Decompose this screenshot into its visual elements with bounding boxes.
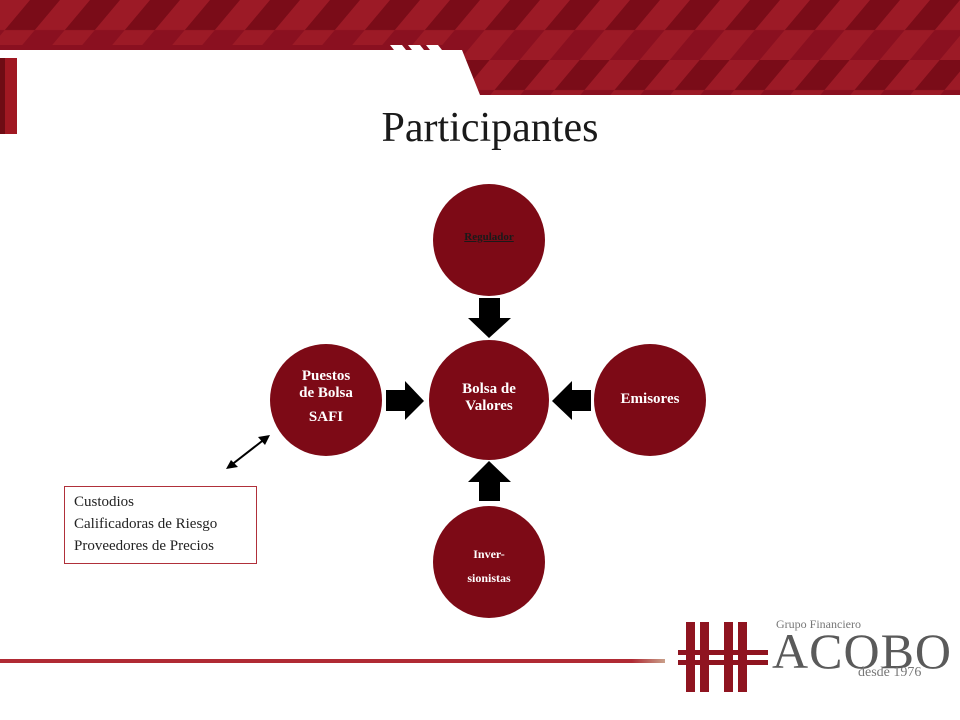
footer-divider (0, 659, 665, 663)
connector-head-up (258, 435, 270, 445)
node-puestos-de-bolsa (270, 344, 382, 456)
node-bolsa-line2: Valores (465, 398, 513, 415)
left-accent-bar (0, 58, 17, 134)
node-inversionistas-label: Inver- sionistas (439, 542, 539, 590)
node-emisores (594, 344, 706, 456)
arrow-up-from-inversionistas (468, 461, 511, 501)
node-bolsa-line1: Bolsa de (462, 381, 516, 397)
header-banner (0, 0, 960, 95)
arrow-down-from-regulador (468, 298, 511, 338)
acobo-logo-mark (678, 622, 768, 692)
node-puestos-line1: Puestos (301, 368, 351, 384)
node-inversionistas-line1: Inver- (473, 547, 505, 561)
node-bolsa-label: Bolsa de Valores (434, 381, 544, 416)
node-inversionistas (433, 506, 545, 618)
box-item-custodios: Custodios (74, 494, 135, 510)
node-regulador-label: Regulador (464, 231, 514, 243)
logo-tagline: Grupo Financiero (776, 617, 861, 631)
arrow-left-from-emisores (552, 381, 591, 420)
node-bolsa-de-valores (429, 340, 549, 460)
logo-name: ACOBO (772, 623, 953, 679)
page-title: Participantes (381, 105, 599, 151)
box-item-calificadoras: Calificadoras de Riesgo (74, 516, 218, 532)
node-emisores-label: Emisores (620, 391, 680, 407)
box-item-proveedores: Proveedores de Precios (74, 538, 214, 554)
node-regulador (433, 184, 545, 296)
node-puestos-label: Puestos de Bolsa SAFI (276, 368, 376, 426)
arrow-right-from-puestos (386, 381, 424, 420)
side-box-connector (229, 437, 267, 467)
other-participants-box: Custodios Calificadoras de Riesgo Provee… (64, 486, 257, 564)
node-puestos-line2: de Bolsa (299, 385, 353, 402)
logo-since: desde 1976 (858, 665, 922, 680)
connector-head-down (226, 460, 238, 469)
node-inversionistas-line2: sionistas (467, 571, 511, 585)
node-puestos-line3: SAFI (308, 408, 344, 425)
